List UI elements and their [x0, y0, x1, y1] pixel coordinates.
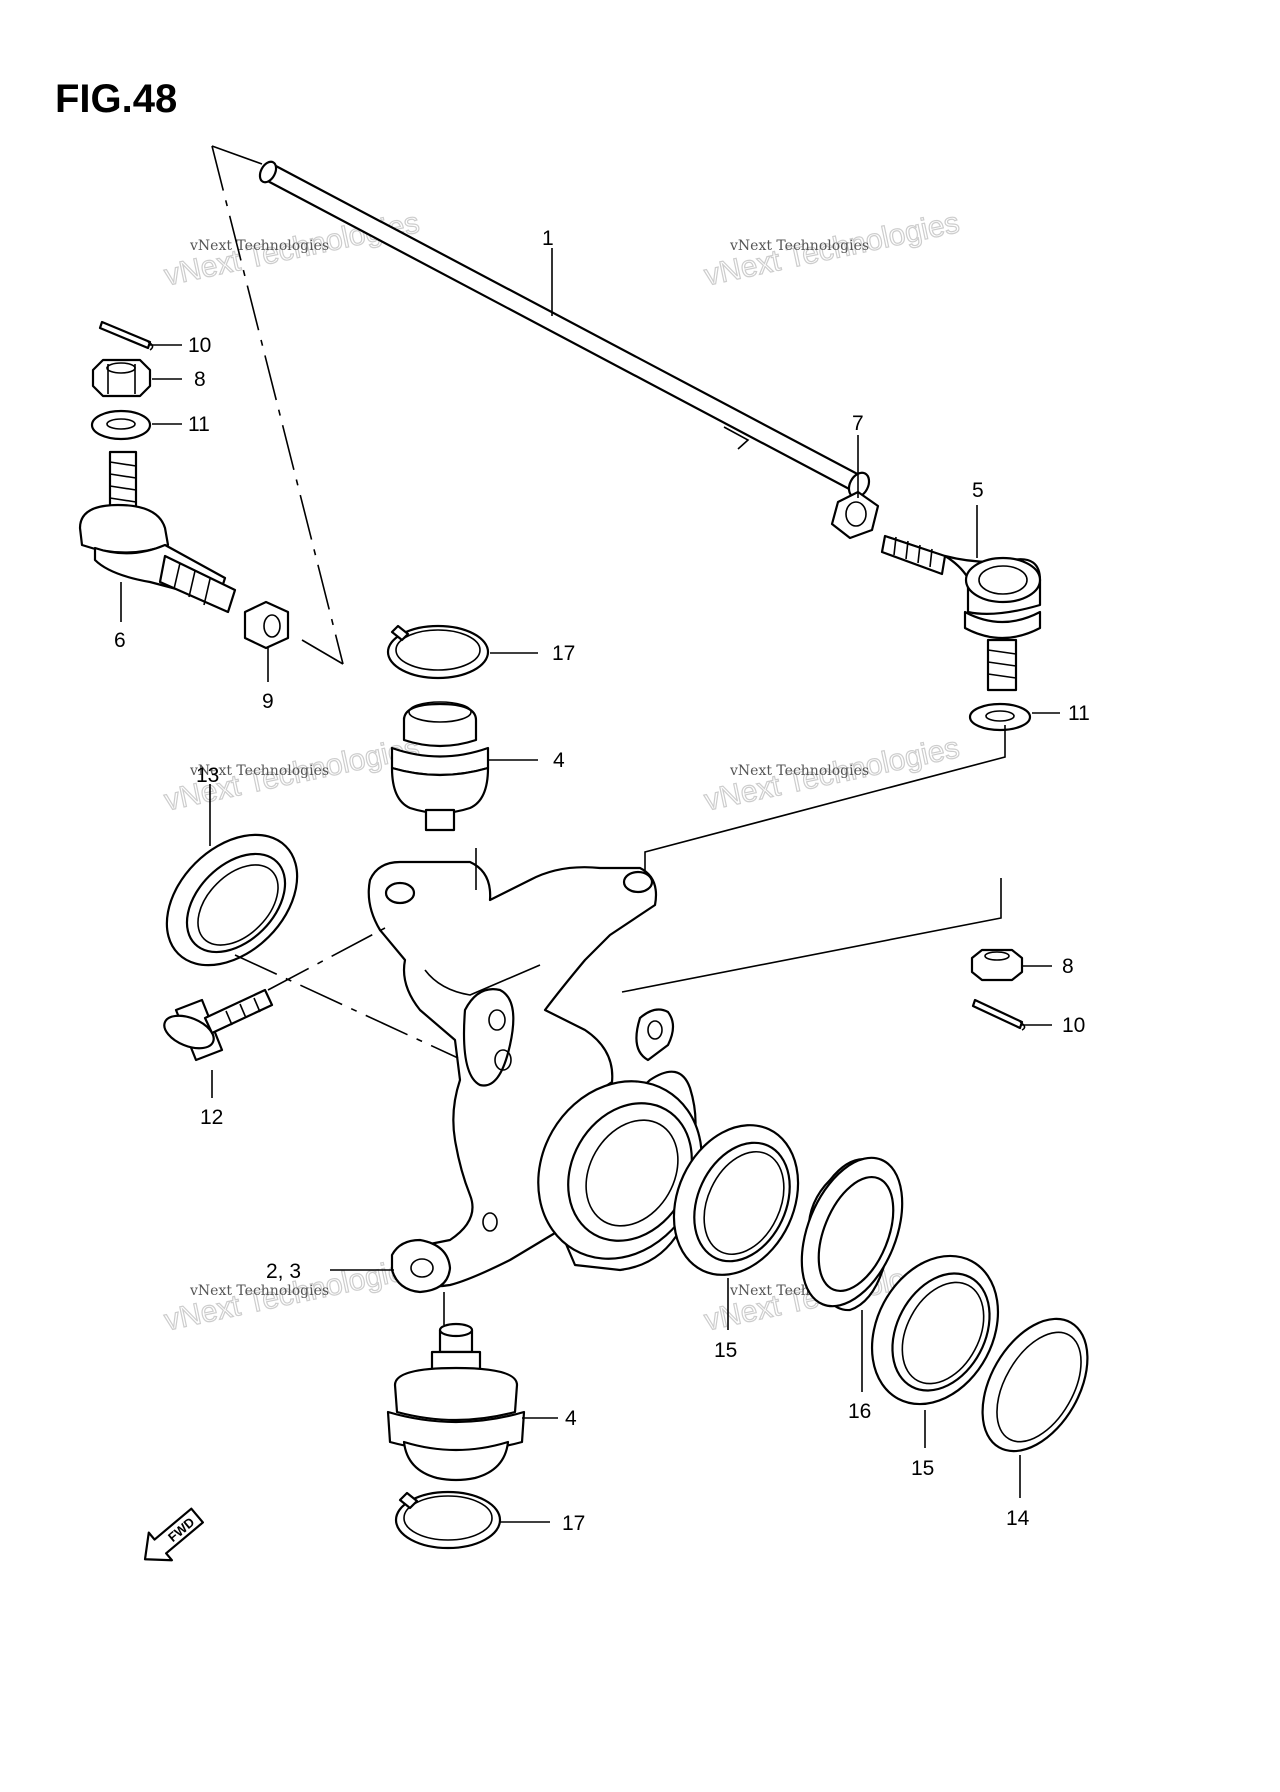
callout-1: 1 — [542, 227, 554, 250]
svg-text:vNext Technologies: vNext Technologies — [189, 1283, 329, 1299]
callout-16: 16 — [848, 1400, 871, 1423]
snap-ring-upper — [386, 624, 490, 680]
fwd-arrow: FWD — [143, 1507, 204, 1562]
figure-title: FIG.48 — [55, 77, 177, 121]
callout-11-right: 11 — [1068, 702, 1090, 725]
callout-6: 6 — [114, 629, 126, 652]
tie-rod-end-inner — [78, 450, 237, 614]
svg-text:vNext Technologies: vNext Technologies — [189, 238, 329, 254]
callout-labels: 1 4 4 5 6 7 8 8 9 10 10 11 11 12 13 14 1… — [114, 227, 1090, 1535]
ball-joint-upper — [390, 701, 490, 832]
washer-left — [90, 409, 152, 441]
callout-14: 14 — [1006, 1507, 1030, 1530]
watermark: vNext Technologies vNext Technologies — [701, 206, 963, 293]
tie-rod-end-outer — [880, 534, 1042, 692]
cotter-pin-right — [971, 998, 1026, 1031]
snap-ring-bearing — [981, 1317, 1089, 1453]
callout-5: 5 — [972, 479, 984, 502]
castle-nut-left — [91, 358, 152, 398]
cotter-pin-left — [98, 320, 154, 351]
tie-rod — [258, 160, 871, 499]
leader-lines — [120, 248, 1060, 1523]
oil-seal — [165, 833, 299, 967]
castle-nut-right — [970, 948, 1024, 982]
watermark: vNext Technologies vNext Technologies — [701, 731, 963, 818]
ball-joint-lower — [386, 1322, 526, 1482]
wheel-bearing — [800, 1156, 904, 1312]
callout-4-lower: 4 — [565, 1407, 577, 1430]
callout-2-3: 2, 3 — [266, 1260, 301, 1283]
svg-text:vNext Technologies: vNext Technologies — [729, 763, 869, 779]
callout-12: 12 — [200, 1106, 223, 1129]
callout-9: 9 — [262, 690, 274, 713]
callout-4-upper: 4 — [553, 749, 565, 772]
callout-10-left: 10 — [188, 334, 211, 357]
callout-10-right: 10 — [1062, 1014, 1085, 1037]
lock-nut — [830, 490, 880, 540]
svg-text:vNext Technologies: vNext Technologies — [189, 763, 329, 779]
callout-8-right: 8 — [1062, 955, 1074, 978]
bearing-seal-right — [870, 1254, 1000, 1406]
callout-11-left: 11 — [188, 413, 210, 436]
callout-17-lower: 17 — [562, 1512, 585, 1535]
nut-left — [243, 600, 290, 650]
watermark: vNext Technologies vNext Technologies — [161, 206, 423, 293]
bolt — [163, 988, 274, 1062]
callout-7: 7 — [852, 412, 864, 435]
callout-17-upper: 17 — [552, 642, 575, 665]
snap-ring-lower — [394, 1490, 502, 1550]
svg-text:vNext Technologies: vNext Technologies — [729, 238, 869, 254]
bearing-seal-left — [672, 1124, 800, 1276]
steering-knuckle — [367, 860, 703, 1294]
callout-15-left: 15 — [714, 1339, 737, 1362]
assembly-bracket — [211, 145, 344, 665]
callout-13: 13 — [196, 764, 219, 787]
callout-15-right: 15 — [911, 1457, 934, 1480]
callout-8-left: 8 — [194, 368, 206, 391]
washer-right — [968, 702, 1032, 732]
